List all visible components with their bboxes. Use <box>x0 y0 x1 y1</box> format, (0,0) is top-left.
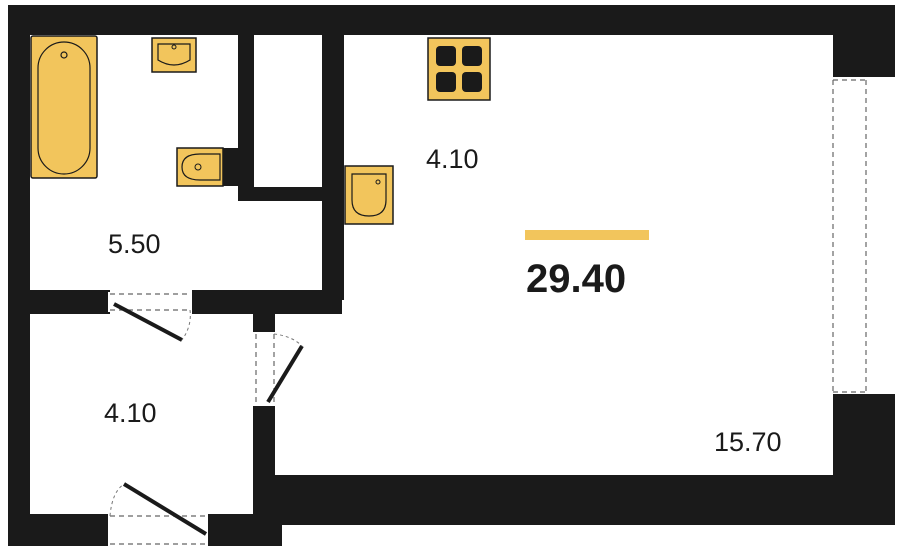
hallway-area-label: 4.10 <box>104 398 157 428</box>
wall-left <box>8 5 30 546</box>
wall-closet-left <box>238 30 254 200</box>
bathtub-accent <box>30 35 98 179</box>
bathroom-area-label: 5.50 <box>108 229 161 259</box>
stove-icon <box>427 37 491 101</box>
wall-closet-bottom <box>238 187 338 201</box>
bathroom-door-icon[interactable] <box>108 292 192 342</box>
wall-bath-hall-left <box>8 290 110 314</box>
toilet-icon <box>176 147 224 187</box>
wall-partition-vertical <box>322 30 344 300</box>
wall-right-upper <box>833 5 895 77</box>
walls <box>8 5 895 546</box>
kitchen-area-label: 4.10 <box>426 144 479 174</box>
washbasin-icon <box>151 37 197 73</box>
wall-hall-right-upper <box>253 312 275 332</box>
hall-door-icon[interactable] <box>255 332 304 406</box>
wall-bottom-main <box>262 475 895 525</box>
wall-hall-right-lower <box>253 406 275 526</box>
kitchen-sink-icon <box>344 165 394 225</box>
window-icon <box>832 79 867 393</box>
total-area-label: 29.40 <box>526 257 626 301</box>
living-room-area-label: 15.70 <box>714 427 782 457</box>
total-area-accent-bar <box>525 230 649 240</box>
wall-bottom-left <box>8 514 108 546</box>
bathtub-icon <box>30 35 98 179</box>
toilet-tank <box>222 148 240 186</box>
entrance-door-icon[interactable] <box>108 482 208 546</box>
wall-bath-hall-right <box>192 290 342 314</box>
wall-top <box>8 5 895 35</box>
kitchen-sink-accent <box>344 165 394 225</box>
